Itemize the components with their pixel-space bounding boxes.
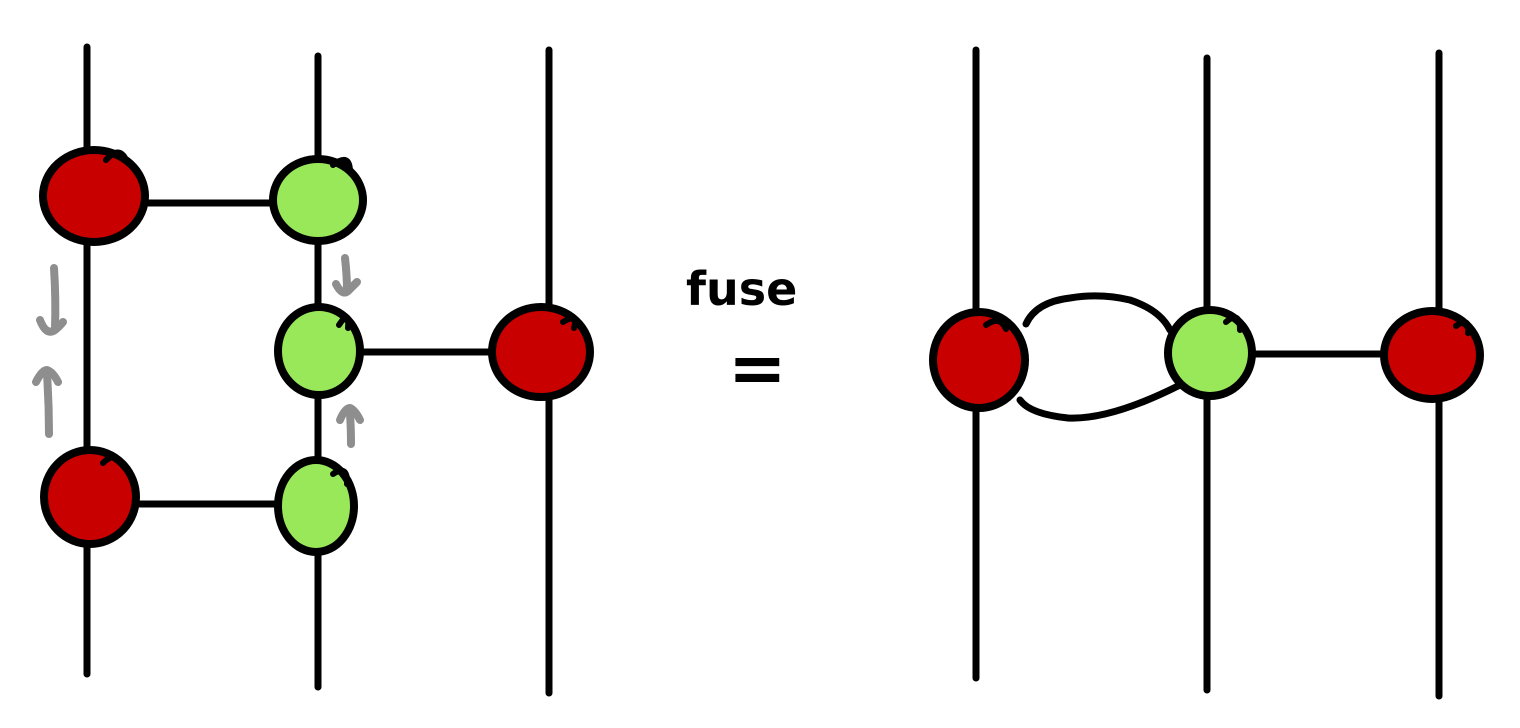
lhs-green-spider-middle [274,303,364,399]
lhs-red-spider-bottom [40,446,140,548]
lhs-red-spider-right [488,303,594,401]
rhs-diagram [929,46,1484,700]
rhs-edge-arc-bottom [1016,382,1182,422]
lhs-diagram [32,43,594,697]
rhs-green-spider-fused [1164,306,1256,400]
arrow-up-icon [32,366,62,438]
lhs-green-spider-top [269,155,367,245]
arrow-up-icon [336,404,364,448]
rewrite-rule: fuse = [686,262,797,409]
equals-sign: = [728,327,787,409]
rhs-red-spider-right [1380,307,1484,403]
rule-label: fuse [686,262,797,316]
lhs-green-spider-bottom [274,456,358,556]
rhs-edge-arc-top [1022,292,1174,334]
rhs-red-spider-left [929,308,1029,412]
arrow-down-icon [332,254,361,297]
lhs-red-spider-top [39,146,149,246]
arrow-down-icon [36,264,67,336]
